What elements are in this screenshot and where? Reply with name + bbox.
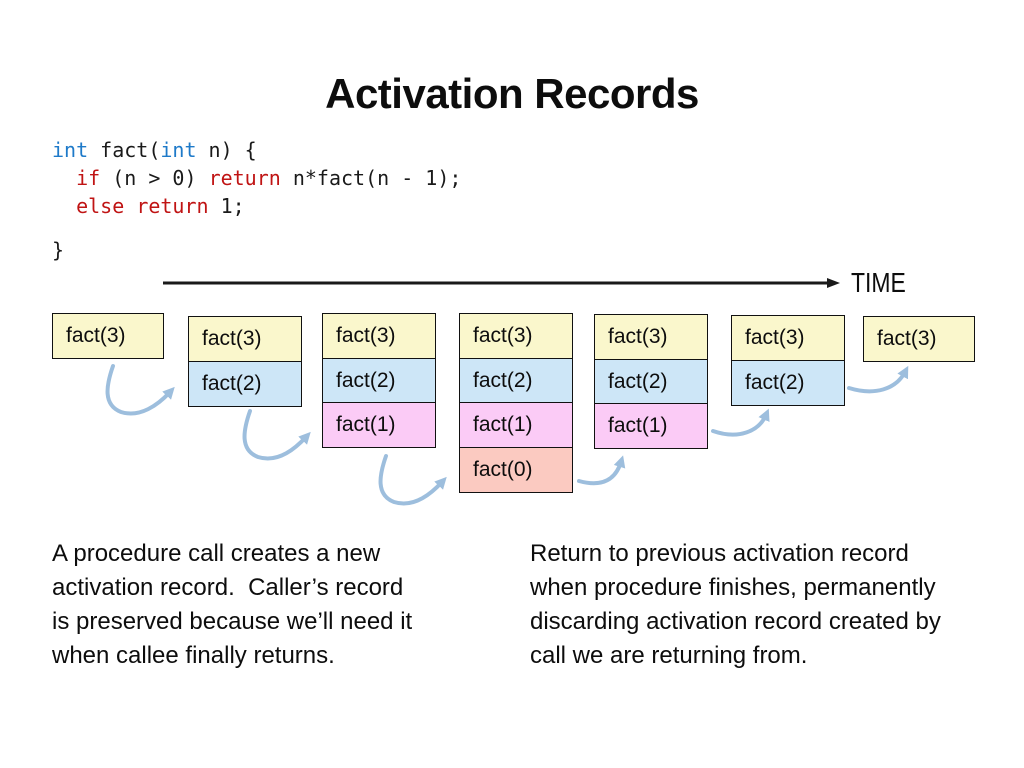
- page-title: Activation Records: [325, 70, 699, 118]
- stack-frame: fact(3): [52, 313, 164, 359]
- time-axis-label: TIME: [851, 267, 906, 298]
- stack-column-1: fact(3): [52, 313, 164, 359]
- call-arrow-1: [105, 364, 175, 416]
- caption-left-line: when callee finally returns.: [52, 642, 335, 669]
- stack-frame: fact(3): [322, 313, 436, 359]
- code-token: if: [76, 166, 101, 190]
- call-arrow-3: [378, 454, 447, 506]
- code-token: return: [136, 194, 209, 218]
- stack-frame: fact(2): [731, 359, 845, 406]
- code-token: [52, 166, 76, 190]
- stack-frame: fact(2): [594, 358, 708, 405]
- stack-column-2: fact(3)fact(2): [188, 316, 302, 407]
- stack-column-5: fact(3)fact(2)fact(1): [594, 314, 708, 449]
- caption-right-line: discarding activation record created by: [530, 608, 941, 635]
- code-token: n) {: [196, 138, 257, 162]
- code-token: 1;: [208, 194, 245, 218]
- code-block: int fact(int n) { if (n > 0) return n*fa…: [52, 136, 461, 264]
- stack-column-3: fact(3)fact(2)fact(1): [322, 313, 436, 448]
- caption-right-line: when procedure finishes, permanently: [530, 574, 936, 601]
- caption-right: Return to previous activation record whe…: [530, 537, 1000, 673]
- caption-right-line: Return to previous activation record: [530, 540, 909, 567]
- stack-frame: fact(2): [459, 357, 573, 404]
- code-token: int: [52, 138, 89, 162]
- code-token: }: [52, 238, 65, 262]
- code-token: return: [208, 166, 281, 190]
- stack-frame: fact(3): [459, 313, 573, 359]
- code-token: (n > 0): [100, 166, 209, 190]
- return-arrow-3: [847, 365, 909, 394]
- code-line: else return 1;: [52, 192, 461, 220]
- return-arrow-2: [711, 408, 770, 437]
- stack-frame: fact(1): [459, 402, 573, 448]
- caption-left-line: activation record. Caller’s record: [52, 574, 404, 601]
- stack-frame: fact(1): [594, 403, 708, 449]
- code-token: [124, 194, 136, 218]
- stack-column-4: fact(3)fact(2)fact(1)fact(0): [459, 313, 573, 493]
- stack-column-7: fact(3): [863, 316, 975, 362]
- code-token: [52, 194, 76, 218]
- code-token: else: [76, 194, 125, 218]
- stack-frame: fact(3): [731, 315, 845, 361]
- code-token: n*fact(n - 1);: [280, 166, 462, 190]
- code-token: fact(: [88, 138, 161, 162]
- stack-frame: fact(3): [594, 314, 708, 360]
- code-token: int: [160, 138, 197, 162]
- return-arrow-1: [577, 455, 626, 486]
- stack-frame: fact(2): [188, 360, 302, 407]
- code-line: }: [52, 236, 461, 264]
- stack-column-6: fact(3)fact(2): [731, 315, 845, 406]
- code-line: int fact(int n) {: [52, 136, 461, 164]
- stack-frame: fact(2): [322, 357, 436, 404]
- caption-right-line: call we are returning from.: [530, 642, 808, 669]
- stack-frame: fact(0): [459, 446, 573, 493]
- stack-frame: fact(3): [863, 316, 975, 362]
- code-line: if (n > 0) return n*fact(n - 1);: [52, 164, 461, 192]
- stack-frame: fact(1): [322, 402, 436, 448]
- caption-left: A procedure call creates a new activatio…: [52, 537, 482, 673]
- caption-left-line: is preserved because we’ll need it: [52, 608, 413, 635]
- call-arrow-2: [242, 409, 311, 461]
- stack-frame: fact(3): [188, 316, 302, 362]
- caption-left-line: A procedure call creates a new: [52, 540, 381, 567]
